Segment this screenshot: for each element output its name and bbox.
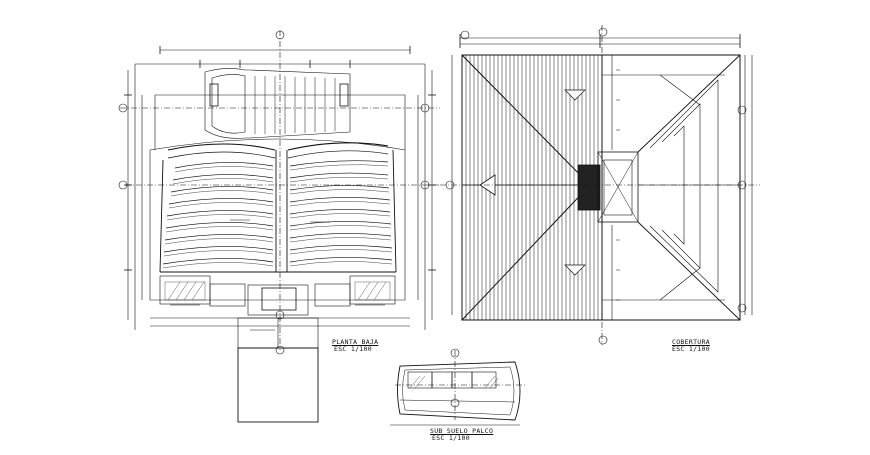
sub-suelo-palco-scale: ESC 1/100	[432, 434, 470, 442]
planta-baja-title: PLANTA BAJA	[332, 338, 379, 346]
cobertura-roof-plan	[440, 25, 760, 345]
sub-suelo-palco-plan	[390, 348, 525, 426]
cobertura-title: COBERTURA	[672, 338, 710, 346]
sub-suelo-palco-title: SUB SUELO PALCO	[430, 427, 494, 435]
planta-baja-floor-plan	[118, 30, 440, 423]
planta-baja-scale: ESC 1/100	[334, 345, 372, 353]
cobertura-scale: ESC 1/100	[672, 345, 710, 353]
